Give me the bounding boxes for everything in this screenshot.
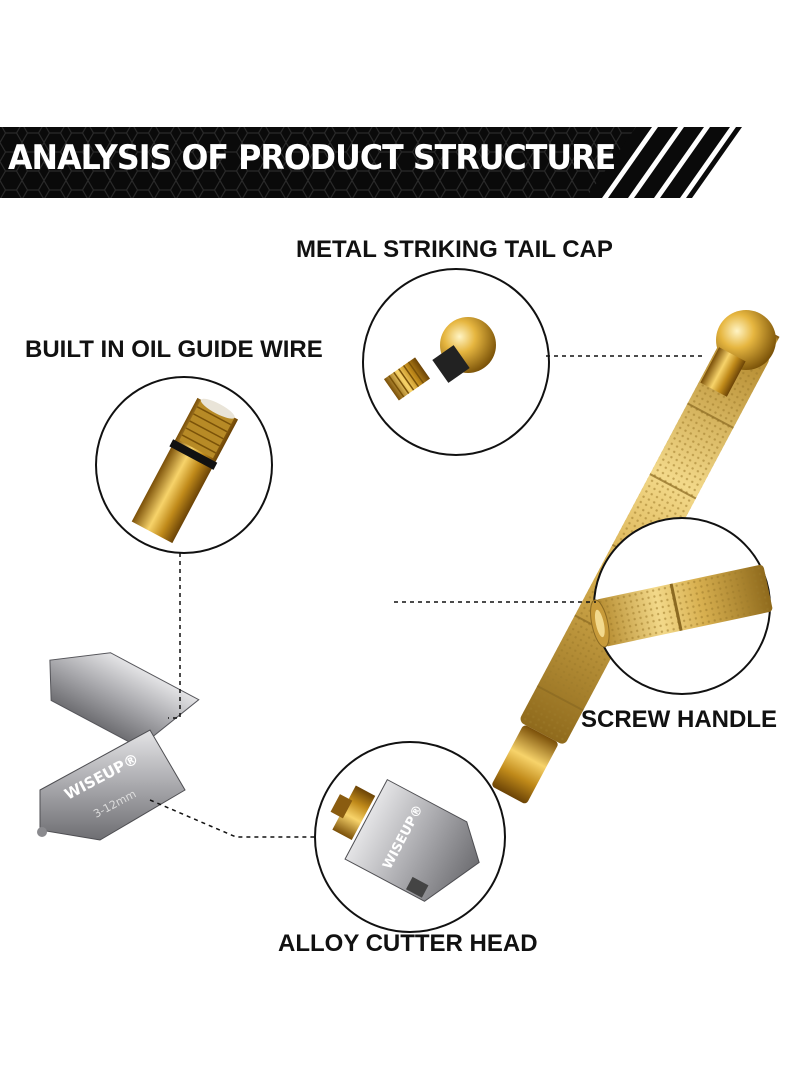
banner-background [0,127,742,198]
callout-cutter-head: ALLOY CUTTER HEAD [278,930,538,957]
page-title: ANALYSIS OF PRODUCT STRUCTURE [8,138,616,178]
callout-tail-cap: METAL STRIKING TAIL CAP [296,236,613,263]
oil-wire-detail-circle [95,376,273,554]
callout-screw-handle: SCREW HANDLE [581,706,777,733]
leader-lines [149,355,706,838]
handle-detail-circle [590,517,773,695]
tail-cap-detail-circle [362,268,550,456]
callout-oil-wire: BUILT IN OIL GUIDE WIRE [25,336,323,363]
cutter-head-detail-circle: WISEUP® [314,741,506,933]
cutter-head [49,652,200,749]
cutter-block [39,729,186,841]
header-banner: ANALYSIS OF PRODUCT STRUCTURE [0,0,800,260]
